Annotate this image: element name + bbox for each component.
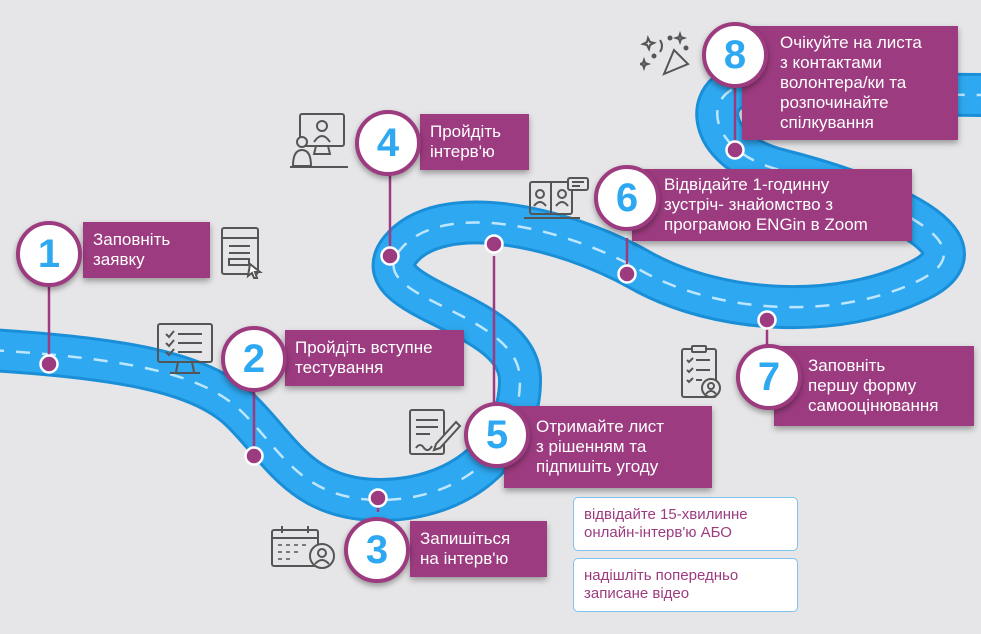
video-meeting-icon [524,177,589,219]
interview-option-video: надішліть попередньо записане відео [573,558,798,612]
step-5-label: Отримайте лист з рішенням та підпишіть у… [504,406,712,488]
online-test-icon [157,323,213,374]
step-3-label: Запишіться на інтерв'ю [410,521,547,577]
video-interview-icon [290,113,348,168]
interview-option-online: відвідайте 15-хвилинне онлайн-інтерв'ю А… [573,497,798,551]
step-2-number-badge: 2 [221,326,287,392]
step-7-label: Заповніть першу форму самооцінювання [774,346,974,426]
celebration-party-popper-icon [640,30,690,76]
application-form-icon [221,227,263,279]
step-5-number-badge: 5 [464,402,530,468]
step-8-number-badge: 8 [702,22,768,88]
step-6-number-badge: 6 [594,165,660,231]
step-3-number-badge: 3 [344,517,410,583]
self-assessment-form-icon [681,345,721,398]
step-1-number-badge: 1 [16,221,82,287]
step-4-number-badge: 4 [355,110,421,176]
step-7-number-badge: 7 [736,344,802,410]
calendar-person-icon [271,526,335,569]
step-6-label: Відвідайте 1-годинну зустріч- знайомство… [632,169,912,241]
step-2-label: Пройдіть вступне тестування [285,330,464,386]
signed-document-icon [409,409,462,455]
step-8-label: Очікуйте на листа з контактами волонтера… [742,26,958,140]
step-4-label: Пройдіть інтерв'ю [420,114,529,170]
road-markers [39,140,777,508]
step-1-label: Заповніть заявку [83,222,210,278]
